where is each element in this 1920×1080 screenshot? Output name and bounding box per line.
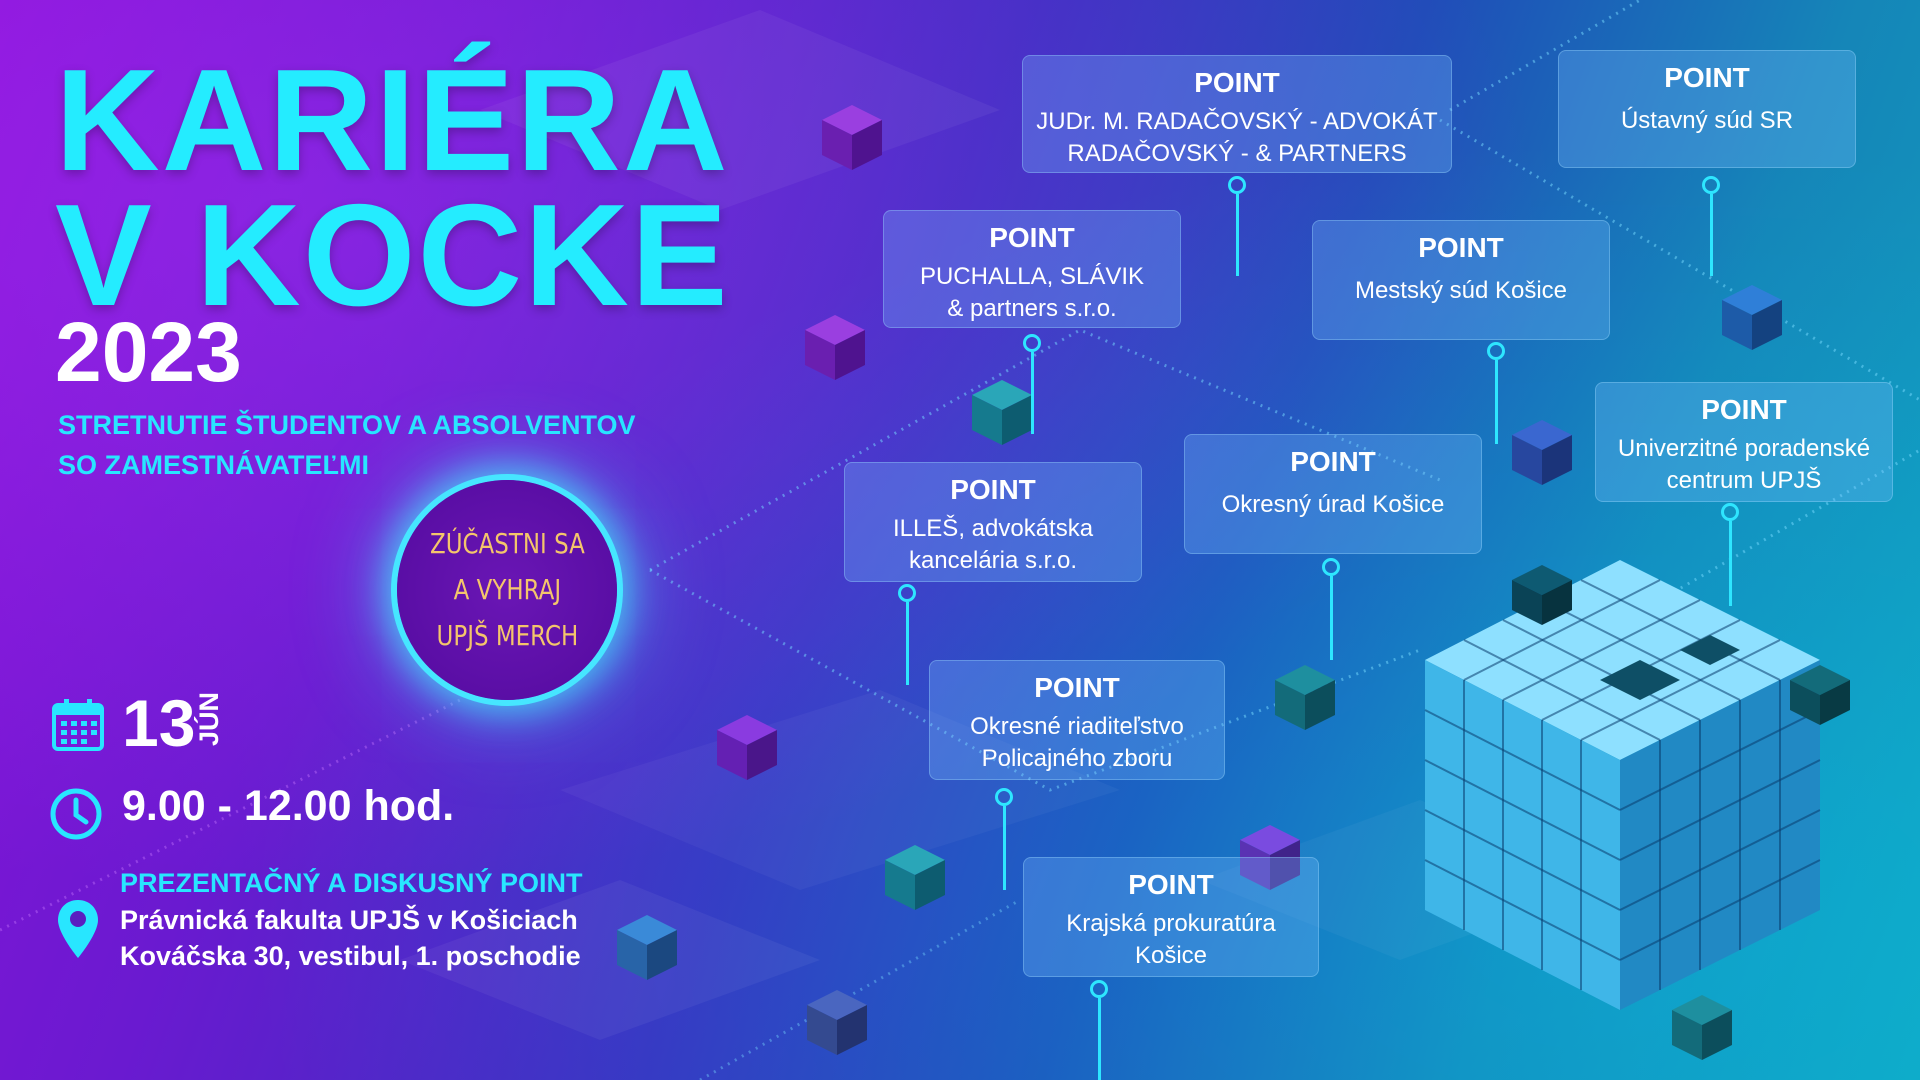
venue-line-1: Právnická fakulta UPJŠ v Košiciach	[120, 905, 578, 935]
connector-line	[1236, 194, 1239, 276]
point-heading: POINT	[1664, 62, 1750, 93]
point-name: JUDr. M. RADAČOVSKÝ - ADVOKÁT RADAČOVSKÝ…	[1036, 107, 1438, 167]
floating-cube	[1672, 995, 1732, 1060]
connector-dot	[898, 584, 916, 602]
floating-cube	[822, 105, 882, 170]
connector-dot	[1090, 980, 1108, 998]
year: 2023	[55, 305, 242, 399]
connector-dot	[1322, 558, 1340, 576]
point-card: POINT Ústavný súd SR	[1558, 50, 1856, 168]
floating-cube	[717, 715, 777, 780]
point-card: POINT Univerzitné poradenské centrum UPJ…	[1595, 382, 1893, 502]
connector-dot	[1487, 342, 1505, 360]
point-name: ILLEŠ, advokátska kancelária s.r.o.	[892, 514, 1094, 574]
connector-dot	[1702, 176, 1720, 194]
point-name: PUCHALLA, SLÁVIK & partners s.r.o.	[919, 262, 1145, 322]
clock-icon	[50, 788, 102, 840]
point-heading: POINT	[1128, 869, 1214, 900]
title-line-2: V KOCKE	[55, 174, 730, 336]
point-heading: POINT	[1418, 232, 1504, 263]
point-name: Okresný úrad Košice	[1221, 490, 1445, 518]
venue-heading: PREZENTAČNÝ A DISKUSNÝ POINT	[120, 868, 583, 898]
connector-line	[1003, 806, 1006, 890]
connector-line	[1495, 360, 1498, 444]
connector-line	[906, 602, 909, 685]
point-name: Okresné riaditeľstvo Policajného zboru	[970, 712, 1184, 772]
location-pin-icon	[58, 900, 98, 958]
floating-cube	[807, 990, 867, 1055]
connector-dot	[1228, 176, 1246, 194]
point-name: Ústavný súd SR	[1620, 106, 1794, 134]
point-heading: POINT	[1290, 446, 1376, 477]
calendar-icon	[52, 699, 104, 751]
floating-cube	[1512, 420, 1572, 485]
floating-cube	[1240, 825, 1300, 890]
point-heading: POINT	[989, 222, 1075, 253]
point-name: Mestský súd Košice	[1354, 276, 1568, 304]
large-cube-illustration	[1424, 560, 1850, 1010]
floating-cube	[1275, 665, 1335, 730]
floating-cube	[972, 380, 1032, 445]
connector-dot	[1023, 334, 1041, 352]
event-day: 13	[122, 686, 196, 760]
connector-line	[1330, 576, 1333, 660]
connector-line	[1710, 194, 1713, 276]
point-name: Krajská prokuratúra Košice	[1066, 909, 1276, 969]
floating-cube	[1722, 285, 1782, 350]
title-line-1: KARIÉRA	[55, 39, 730, 201]
floating-cube	[617, 915, 677, 980]
subtitle-line-2: SO ZAMESTNÁVATEĽMI	[58, 450, 369, 480]
floating-cube	[885, 845, 945, 910]
event-time: 9.00 - 12.00 hod.	[122, 782, 455, 830]
point-card: POINT Okresné riaditeľstvo Policajného z…	[929, 660, 1225, 780]
venue-line-2: Kováčska 30, vestibul, 1. poschodie	[120, 941, 581, 971]
connector-dot	[995, 788, 1013, 806]
event-month: JÚN	[194, 692, 224, 747]
point-card: POINT ILLEŠ, advokátska kancelária s.r.o…	[844, 462, 1142, 582]
point-heading: POINT	[950, 474, 1036, 505]
point-name: Univerzitné poradenské centrum UPJŠ	[1617, 434, 1871, 494]
point-heading: POINT	[1701, 394, 1787, 425]
point-card: POINT Mestský súd Košice	[1312, 220, 1610, 340]
promo-text: ZÚČASTNI SA A VYHRAJ UPJŠ MERCH	[429, 527, 585, 652]
connector-dot	[1721, 503, 1739, 521]
subtitle-line-1: STRETNUTIE ŠTUDENTOV A ABSOLVENTOV	[58, 410, 636, 440]
subtitle: STRETNUTIE ŠTUDENTOV A ABSOLVENTOV SO ZA…	[58, 405, 678, 485]
point-card: POINT PUCHALLA, SLÁVIK & partners s.r.o.	[883, 210, 1181, 328]
connector-line	[1098, 998, 1101, 1080]
point-card: POINT JUDr. M. RADAČOVSKÝ - ADVOKÁT RADA…	[1022, 55, 1452, 173]
point-heading: POINT	[1034, 672, 1120, 703]
floating-cube	[805, 315, 865, 380]
promo-circle: ZÚČASTNI SA A VYHRAJ UPJŠ MERCH	[397, 480, 617, 700]
point-heading: POINT	[1194, 67, 1280, 98]
point-card: POINT Okresný úrad Košice	[1184, 434, 1482, 554]
connector-line	[1031, 352, 1034, 434]
point-card: POINT Krajská prokuratúra Košice	[1023, 857, 1319, 977]
connector-line	[1729, 521, 1732, 606]
